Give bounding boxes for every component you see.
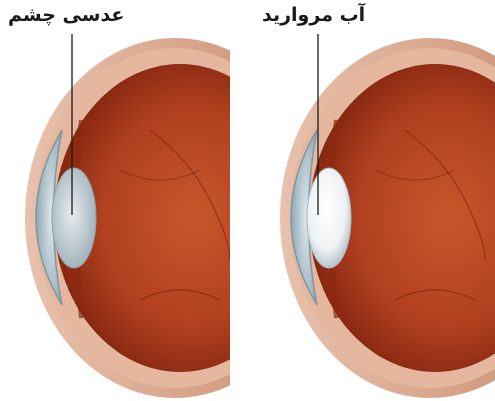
left-edge-shadow: [230, 30, 240, 401]
cataract-label: آب مروارید: [262, 4, 365, 26]
cataract-eye-diagram: [280, 38, 495, 398]
normal-eye-diagram: [25, 30, 325, 401]
normal-lens-label: عدسی چشم: [8, 4, 124, 26]
left-lens: [52, 168, 96, 268]
right-cloudy-lens: [307, 168, 351, 268]
